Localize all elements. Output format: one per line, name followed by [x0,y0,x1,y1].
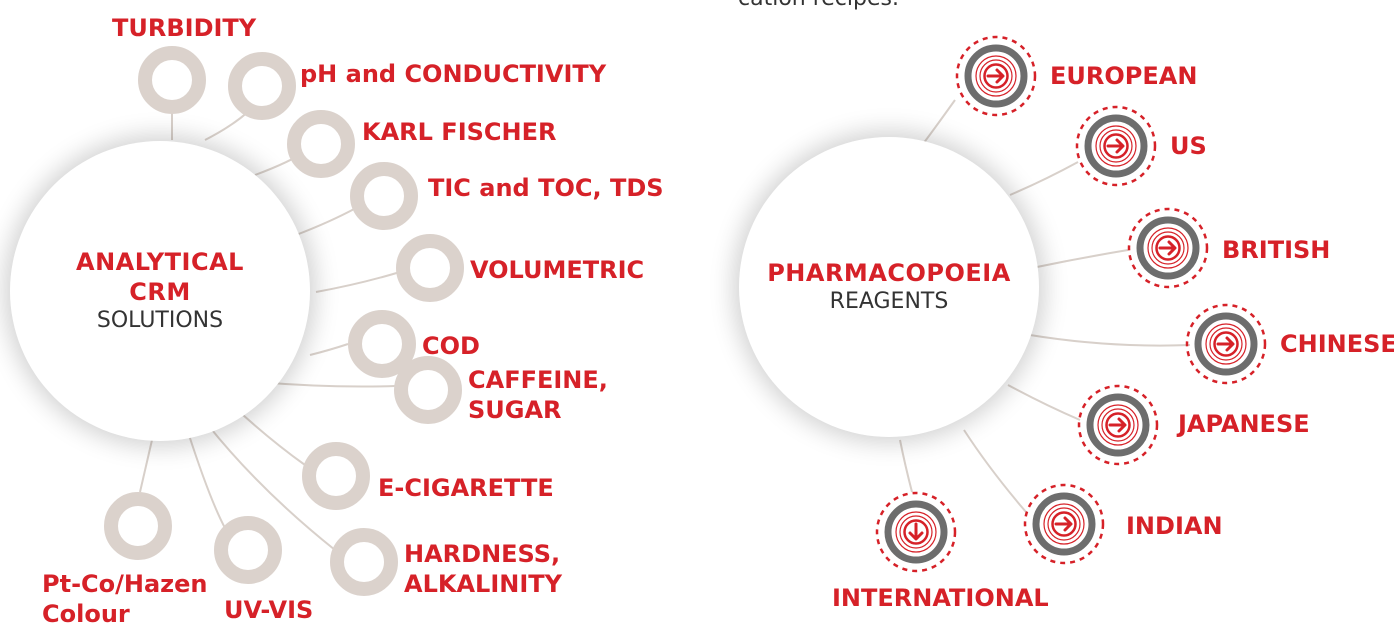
hub-subtitle: SOLUTIONS [96,308,224,333]
arrow-right-icon [955,35,1037,117]
ph-conductivity-label[interactable]: pH and CONDUCTIVITY [300,60,607,88]
tic-toc-node[interactable] [350,162,418,230]
karl-fischer-node[interactable] [287,110,355,178]
japanese-label[interactable]: JAPANESE [1178,410,1310,438]
indian-label[interactable]: INDIAN [1126,512,1223,540]
hub-subtitle: REAGENTS [829,289,949,314]
hardness-alkalinity-label-line2[interactable]: ALKALINITY [404,570,563,598]
british-node[interactable] [1126,206,1210,290]
japanese-node[interactable] [1076,383,1160,467]
uv-vis-label[interactable]: UV-VIS [224,596,314,624]
turbidity-node[interactable] [138,46,206,114]
e-cigarette-label[interactable]: E-CIGARETTE [378,474,554,502]
top-caption-fragment: cation recipes. [738,0,899,11]
ph-conductivity-node[interactable] [228,52,296,120]
analytical-crm-hub: ANALYTICAL CRM SOLUTIONS [10,141,310,441]
european-label[interactable]: EUROPEAN [1050,62,1198,90]
uv-vis-node[interactable] [214,516,282,584]
pt-co-hazen-node[interactable] [104,492,172,560]
chinese-label[interactable]: CHINESE [1280,330,1394,358]
european-node[interactable] [954,34,1038,118]
volumetric-node[interactable] [396,234,464,302]
arrow-right-icon [1023,483,1105,565]
hub-title: PHARMACOPOEIA [767,259,1011,287]
arrow-down-icon [875,491,957,573]
hardness-alkalinity-node[interactable] [330,528,398,596]
karl-fischer-label[interactable]: KARL FISCHER [362,118,557,146]
us-label[interactable]: US [1170,132,1207,160]
arrow-right-icon [1075,105,1157,187]
volumetric-label[interactable]: VOLUMETRIC [470,256,645,284]
turbidity-label[interactable]: TURBIDITY [112,14,257,42]
pharmacopoeia-hub: PHARMACOPOEIA REAGENTS [739,137,1039,437]
tic-toc-label[interactable]: TIC and TOC, TDS [428,174,664,202]
e-cigarette-node[interactable] [302,442,370,510]
international-node[interactable] [874,490,958,574]
british-label[interactable]: BRITISH [1222,236,1331,264]
international-label[interactable]: INTERNATIONAL [832,584,1049,612]
caffeine-sugar-label-line2[interactable]: SUGAR [468,396,562,424]
cod-label[interactable]: COD [422,332,480,360]
hub-title-line2: CRM [129,278,191,306]
pt-co-hazen-label-line1[interactable]: Pt-Co/Hazen [42,570,208,598]
arrow-right-icon [1185,303,1267,385]
chinese-node[interactable] [1184,302,1268,386]
arrow-right-icon [1127,207,1209,289]
indian-node[interactable] [1022,482,1106,566]
hub-title: ANALYTICAL [76,248,244,276]
caffeine-sugar-label-line1[interactable]: CAFFEINE, [468,366,608,394]
pt-co-hazen-label-line2[interactable]: Colour [42,600,130,628]
caffeine-sugar-node[interactable] [394,356,462,424]
us-node[interactable] [1074,104,1158,188]
arrow-right-icon [1077,384,1159,466]
hardness-alkalinity-label-line1[interactable]: HARDNESS, [404,540,561,568]
